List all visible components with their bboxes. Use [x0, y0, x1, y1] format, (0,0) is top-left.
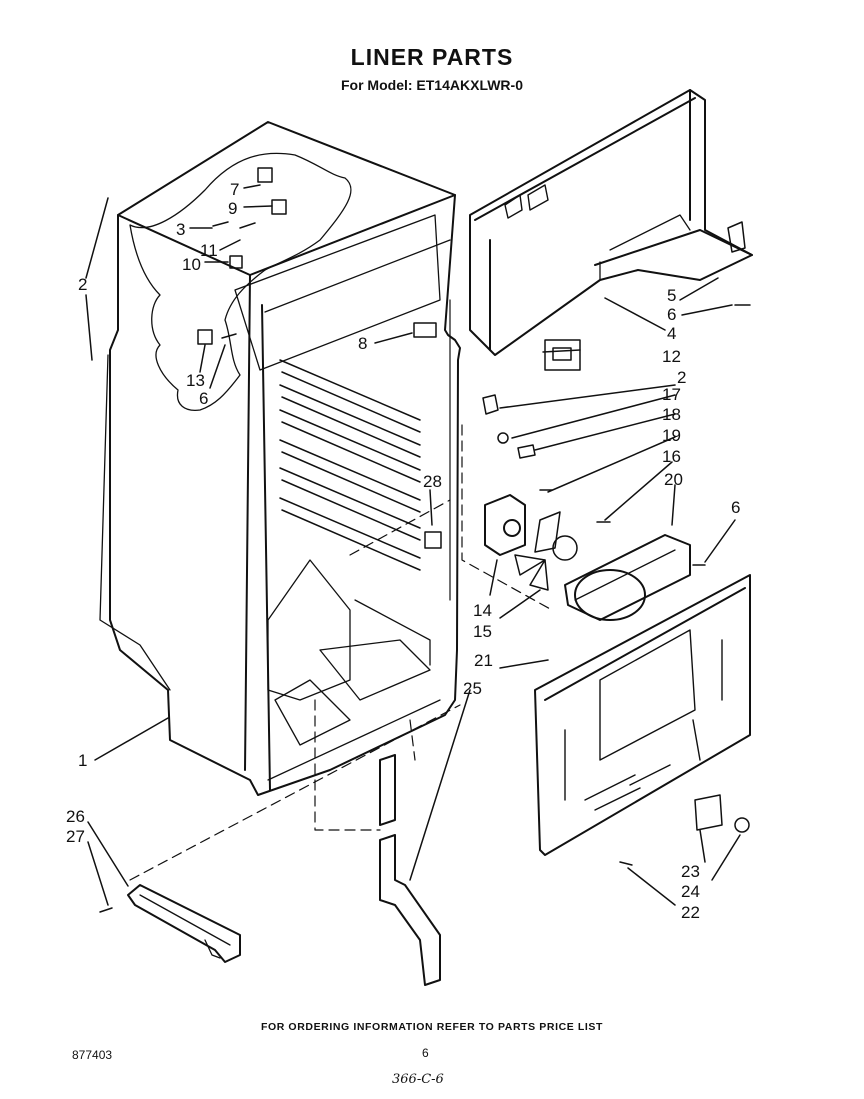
liner-body: [99, 121, 461, 796]
callout-leaders: [85, 184, 741, 906]
callout-20: 20: [664, 470, 683, 489]
callout-13: 13: [186, 371, 205, 390]
air-duct-panel: [469, 89, 753, 356]
callout-numbers: 2 7 9 3 11 10 13 6 8 28 5 6 4 12 2 17 18…: [66, 180, 740, 922]
callout-8: 8: [358, 334, 367, 353]
callout-6b: 6: [667, 305, 676, 324]
callout-26: 26: [66, 807, 85, 826]
fan-motor-assembly: [484, 494, 578, 591]
assembly-lines: [129, 424, 553, 881]
model-subtitle: For Model: ET14AKXLWR-0: [340, 77, 523, 93]
callout-10: 10: [182, 255, 201, 274]
callout-12: 12: [662, 347, 681, 366]
callout-21: 21: [474, 651, 493, 670]
fan-shroud: [564, 534, 691, 621]
callout-6a: 6: [199, 389, 208, 408]
callout-25: 25: [463, 679, 482, 698]
bottom-support: [99, 884, 241, 963]
callout-7: 7: [230, 180, 239, 199]
handwritten-code: 366-C-6: [392, 1072, 444, 1087]
callout-19: 19: [662, 426, 681, 445]
evaporator-cover: [534, 574, 751, 856]
liner-fasteners: [197, 167, 442, 549]
callout-3: 3: [176, 220, 185, 239]
callout-15: 15: [473, 622, 492, 641]
callout-17: 17: [662, 385, 681, 404]
callout-27: 27: [66, 827, 85, 846]
callout-5: 5: [667, 286, 676, 305]
callout-22: 22: [681, 903, 700, 922]
callout-28: 28: [423, 472, 442, 491]
ordering-note: FOR ORDERING INFORMATION REFER TO PARTS …: [260, 1021, 604, 1033]
callout-24: 24: [681, 882, 700, 901]
callout-4: 4: [667, 324, 676, 343]
callout-11: 11: [200, 241, 218, 260]
callout-23: 23: [681, 862, 700, 881]
callout-16: 16: [662, 447, 681, 466]
callout-6c: 6: [731, 498, 740, 517]
callout-1: 1: [78, 751, 87, 770]
callout-18: 18: [662, 405, 681, 424]
page-title: LINER PARTS: [350, 44, 514, 70]
drain-trough: [379, 754, 441, 986]
page-number: 6: [422, 1046, 429, 1060]
small-parts: [482, 221, 751, 866]
callout-2b: 2: [677, 368, 686, 387]
document-number: 877403: [72, 1048, 113, 1062]
callout-14: 14: [473, 601, 492, 620]
callout-9: 9: [228, 199, 237, 218]
callout-2a: 2: [78, 275, 87, 294]
